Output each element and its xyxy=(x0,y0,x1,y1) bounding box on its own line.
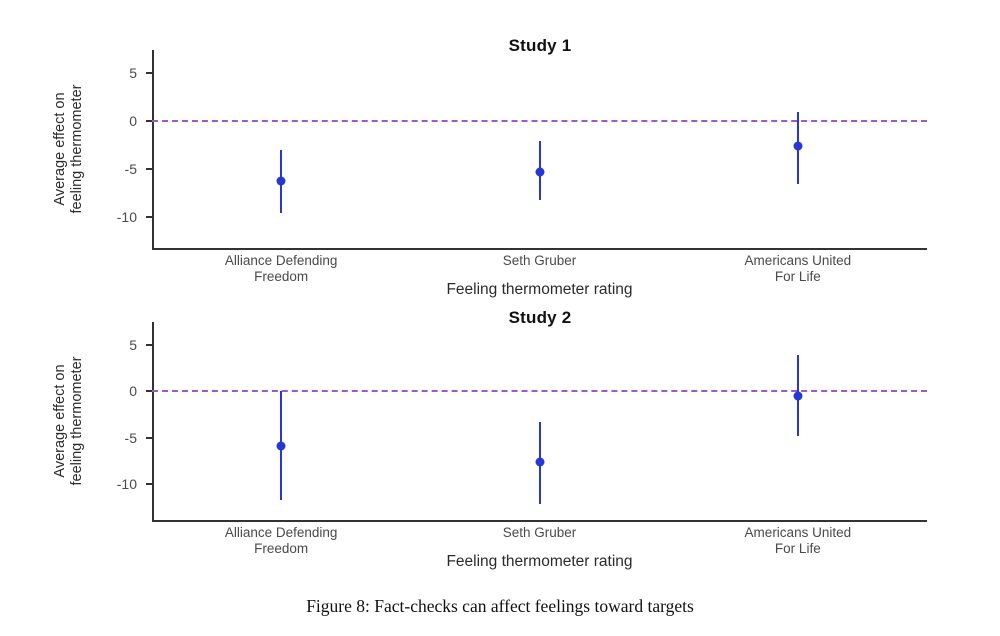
y-axis-tick: 0 xyxy=(129,113,152,129)
y-axis-tick-label: -10 xyxy=(116,476,137,493)
y-axis-tick-label: -5 xyxy=(124,161,137,178)
y-axis-title-line-1: Average effect on xyxy=(52,92,68,206)
data-point xyxy=(535,167,544,177)
x-axis-category-label-line-2: Freedom xyxy=(254,269,309,284)
y-axis-title-study-1: Average effect on feeling thermometer xyxy=(52,56,86,242)
x-axis-category-label-line-1: Seth Gruber xyxy=(502,525,577,540)
x-axis-category-label-line-1: Americans United xyxy=(744,525,852,540)
x-axis-category-label-line-2: For Life xyxy=(774,269,821,284)
y-axis-tick-label: -5 xyxy=(124,429,137,446)
panel-title-study-1: Study 1 xyxy=(508,36,572,55)
y-axis-title-line-1: Average effect on xyxy=(52,364,68,478)
data-point xyxy=(276,176,286,186)
y-axis-tick: -5 xyxy=(125,161,152,177)
y-axis-tick-label: -10 xyxy=(116,209,137,226)
x-axis-category-label-line-1: Americans United xyxy=(744,253,852,268)
x-axis-line xyxy=(152,520,927,522)
data-point xyxy=(276,441,286,451)
y-axis-title-line-2: feeling thermometer xyxy=(69,84,85,214)
y-axis-tick: 5 xyxy=(129,65,152,81)
x-axis-title-study-1: Feeling thermometer rating xyxy=(446,281,633,298)
x-axis-category-label: Seth Gruber xyxy=(503,525,577,541)
y-axis-tick: -5 xyxy=(125,430,152,446)
y-axis-line xyxy=(152,322,154,520)
zero-reference-line xyxy=(152,390,927,393)
y-axis-tick-label: 5 xyxy=(129,65,137,82)
x-axis-category-label-line-1: Alliance Defending xyxy=(224,525,338,540)
x-axis-category-label: Seth Gruber xyxy=(503,253,577,269)
figure-caption: Figure 8: Fact-checks can affect feeling… xyxy=(306,596,694,616)
zero-reference-line xyxy=(152,120,927,123)
x-axis-category-label-line-2: Freedom xyxy=(254,541,309,556)
x-axis-category-label-line-2: For Life xyxy=(774,541,821,556)
y-axis-title-line-2: feeling thermometer xyxy=(69,356,85,486)
x-axis-title-study-2: Feeling thermometer rating xyxy=(446,553,633,570)
panel-title-study-2: Study 2 xyxy=(508,308,572,327)
x-axis-line xyxy=(152,248,927,250)
y-axis-title-study-2: Average effect on feeling thermometer xyxy=(52,328,86,514)
y-axis-tick-label: 5 xyxy=(129,336,137,353)
data-point xyxy=(793,141,803,151)
y-axis-tick: 0 xyxy=(129,383,152,399)
data-point xyxy=(793,391,803,401)
y-axis-tick: -10 xyxy=(117,476,152,492)
x-axis-category-label-line-1: Alliance Defending xyxy=(224,253,338,268)
chart-panel-study-2: Study 2 Average effect on feeling thermo… xyxy=(0,300,1000,570)
y-axis-tick: -10 xyxy=(117,209,152,225)
y-axis-tick-label: 0 xyxy=(129,113,137,130)
y-axis-tick: 5 xyxy=(129,337,152,353)
x-axis-category-label-line-1: Seth Gruber xyxy=(502,253,577,268)
chart-panel-study-1: Study 1 Average effect on feeling thermo… xyxy=(0,28,1000,298)
data-point xyxy=(535,457,544,467)
y-axis-line xyxy=(152,50,154,248)
y-axis-tick-label: 0 xyxy=(129,383,137,400)
